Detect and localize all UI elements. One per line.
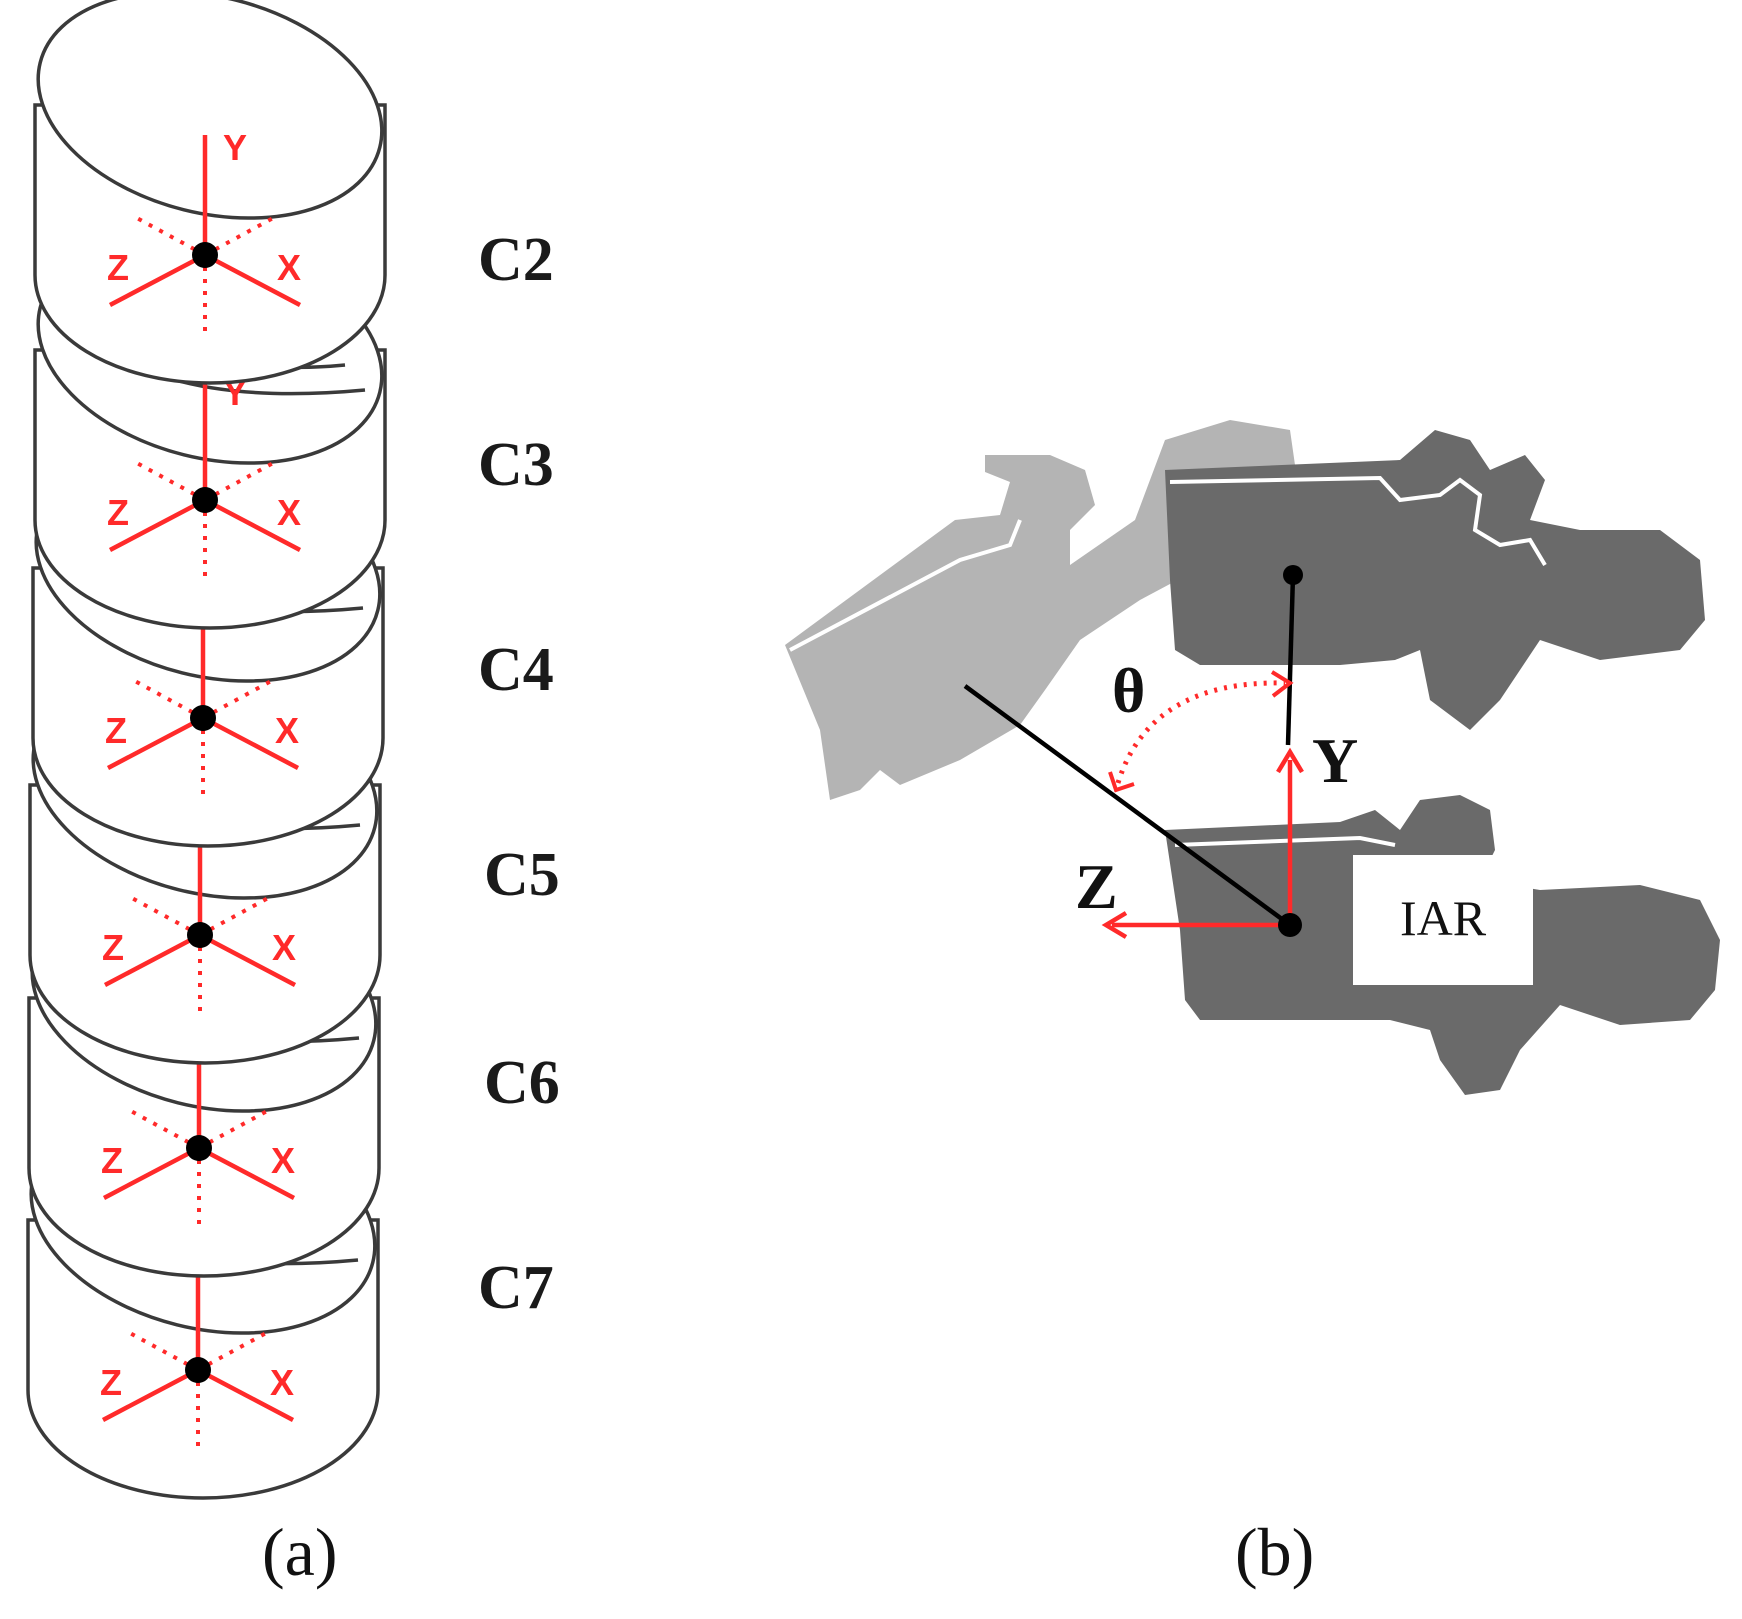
z-axis-label: Z [105,710,127,751]
iar-box [1353,855,1533,985]
level-label-c4: C4 [478,636,554,704]
rotated-reference-line [963,684,1292,927]
panel-b-motion-segment: IAR θ Y Z [785,420,1720,1095]
origin-point [187,922,213,948]
x-axis [203,498,302,552]
z-axis-label: Z [101,1140,123,1181]
iar-label: IAR [1400,890,1487,946]
z-axis-label: Z [1075,851,1118,922]
y-axis-label: Y [1312,725,1358,796]
x-axis-label: X [272,927,296,968]
origin-point [186,1135,212,1161]
upper-vertebra-dark [1165,430,1705,730]
x-axis-label: X [277,492,301,533]
z-axis [102,1146,201,1200]
panel-a-vertebra-stack: YZXYZXYZXYZXYZXYZX [26,0,387,1500]
y-axis-label: Y [223,127,247,168]
x-axis [197,1146,296,1200]
z-axis [103,933,202,987]
level-label-c5: C5 [484,841,560,909]
upper-centroid-point [1283,565,1303,585]
theta-label: θ [1112,655,1145,726]
x-axis [198,933,297,987]
z-axis-negative [198,1108,270,1150]
z-axis-label: Z [100,1362,122,1403]
level-label-c6: C6 [484,1049,560,1117]
x-axis [203,253,302,307]
x-axis-negative [127,1330,199,1372]
origin-point [190,705,216,731]
theta-arc-head-right [1270,670,1294,698]
z-axis-label: Z [107,247,129,288]
z-axis-label: Z [107,492,129,533]
x-axis-negative [128,1108,200,1150]
origin-point [192,242,218,268]
iar-point [1278,913,1302,937]
z-axis-negative [199,895,271,937]
vertebra-c2: Y Z X [33,0,387,385]
x-axis-negative [129,895,201,937]
origin-point [192,487,218,513]
vertical-reference-line [1285,574,1296,746]
x-axis-label: X [270,1362,294,1403]
y-arrowhead [1276,747,1304,774]
x-axis-label: X [275,710,299,751]
x-axis-label: X [271,1140,295,1181]
level-label-c2: C2 [478,226,554,294]
x-axis-label: X [277,247,301,288]
x-axis-negative [132,678,204,720]
level-label-c7: C7 [478,1254,554,1322]
upper-endplate-line [789,519,1022,652]
panel-a-label: (a) [262,1514,337,1590]
level-label-c3: C3 [478,431,554,499]
z-axis [101,1368,200,1422]
x-axis [201,716,300,770]
origin-point [185,1357,211,1383]
vertebra-endplate [36,0,384,220]
z-axis-negative [197,1330,269,1372]
lower-endplate [1174,835,1396,847]
theta-arc-head-left [1108,771,1135,793]
upper-dark-endplate [1169,475,1547,567]
panel-b-label: (b) [1235,1514,1314,1590]
z-axis [106,716,205,770]
z-axis-negative [204,460,276,502]
z-axis-label: Z [102,927,124,968]
z-axis [108,498,207,552]
z-axis-negative [204,215,276,257]
z-axis-negative [202,678,274,720]
x-axis-negative [134,215,206,257]
x-axis-negative [134,460,206,502]
z-axis [108,253,207,307]
z-arrowhead [1101,911,1128,939]
x-axis [196,1368,295,1422]
